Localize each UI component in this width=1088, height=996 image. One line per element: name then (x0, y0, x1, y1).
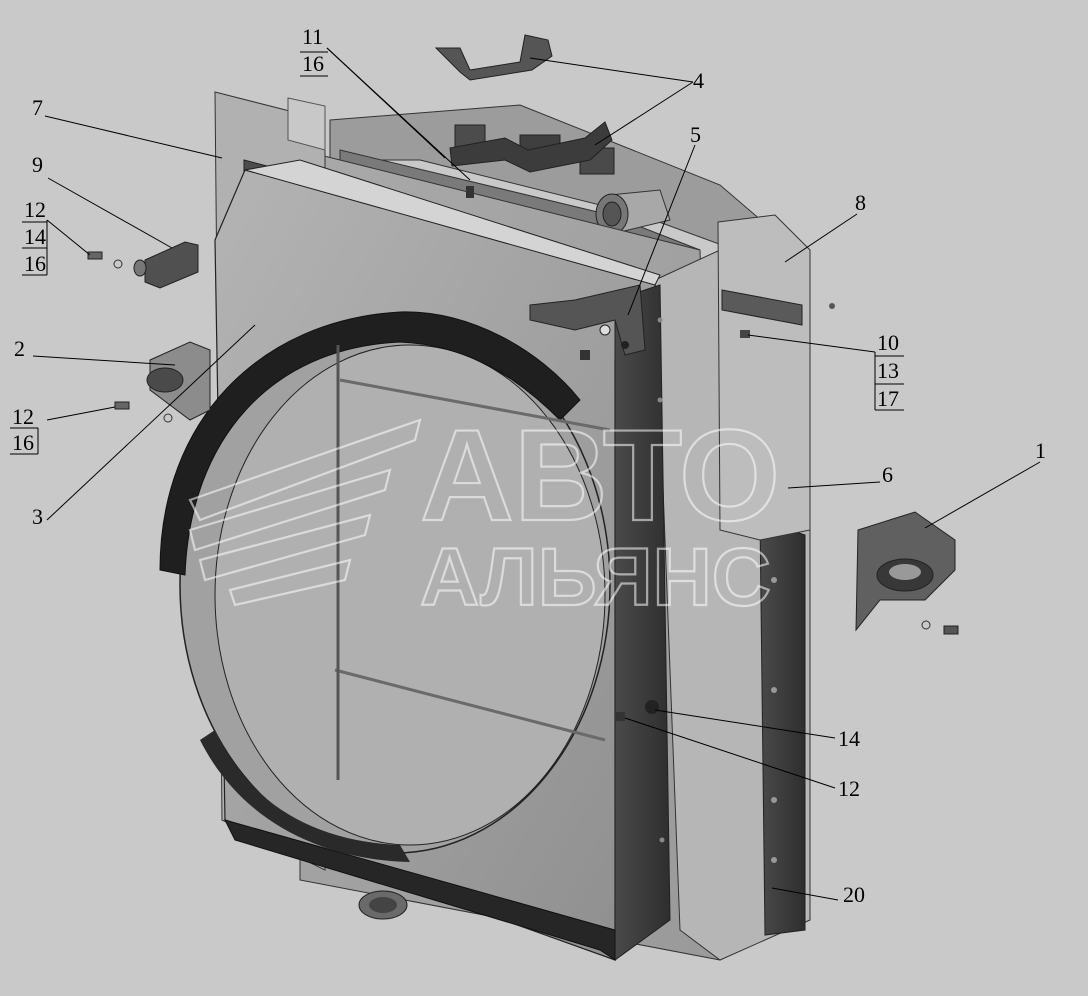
callout-2: 2 (14, 336, 25, 361)
watermark-line2: АЛЬЯНС (420, 532, 771, 623)
leader-lines (10, 47, 1041, 901)
callout-6: 6 (882, 462, 893, 487)
callout-14-b: 14 (838, 726, 860, 751)
right-side-panel-part-8 (717, 214, 811, 541)
bottom-outlet-pipe (358, 890, 408, 920)
callout-5: 5 (690, 122, 701, 147)
watermark-logo (188, 418, 422, 607)
left-mount-part-2 (146, 341, 211, 421)
inlet-pipe (595, 189, 671, 235)
fan-ring (159, 311, 611, 862)
callout-20: 20 (843, 882, 865, 907)
bracket-part-5 (529, 284, 646, 360)
callout-8: 8 (855, 190, 866, 215)
callout-1: 1 (1035, 438, 1046, 463)
callout-7: 7 (32, 95, 43, 120)
callout-17: 17 (877, 386, 899, 411)
callout-12-c: 12 (838, 776, 860, 801)
callout-4: 4 (693, 68, 704, 93)
callout-13: 13 (877, 358, 899, 383)
callout-14-a: 14 (24, 224, 46, 249)
top-bracket-part-4 (434, 34, 553, 81)
callout-3: 3 (32, 504, 43, 529)
callout-16-c: 16 (12, 430, 34, 455)
right-mount-part-1 (855, 511, 956, 632)
callout-9: 9 (32, 152, 43, 177)
callout-labels: 1 2 3 4 5 6 7 8 9 10 11 12 12 12 13 14 1… (12, 24, 1046, 907)
fasteners (87, 186, 959, 721)
callout-12-b: 12 (12, 404, 34, 429)
watermark-line1: АВТО (420, 402, 780, 548)
small-bracket-part-9 (133, 241, 199, 289)
watermark: АВТО АЛЬЯНС (188, 401, 781, 624)
callout-11: 11 (302, 24, 323, 49)
callout-12-a: 12 (24, 197, 46, 222)
callout-16-b: 16 (24, 251, 46, 276)
callout-10: 10 (877, 330, 899, 355)
callout-16-a: 16 (302, 51, 324, 76)
tank-bracket-part-4 (449, 121, 613, 173)
